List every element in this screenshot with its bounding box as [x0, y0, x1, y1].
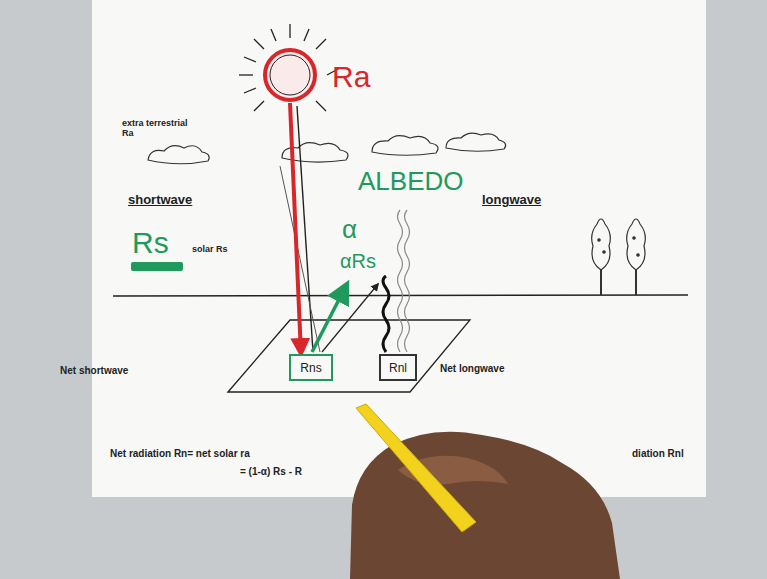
surface-plane: [228, 320, 470, 392]
radiation-arrow: [290, 103, 301, 354]
text-label: ALBEDO: [358, 166, 464, 197]
box-label: Rnl: [389, 361, 407, 375]
text-label: αRs: [340, 250, 376, 273]
ground-line: [113, 295, 688, 296]
text-label: Net shortwave: [60, 365, 128, 376]
text-label: = (1-α) Rs - R: [240, 466, 302, 477]
longwave-wave: [398, 210, 403, 352]
sun-outline: [262, 47, 318, 103]
flux-box: Rnl: [379, 354, 417, 381]
text-label: Net radiation Rn= net solar ra: [110, 448, 250, 459]
reflected-arrow: [322, 284, 378, 352]
longwave-wave: [383, 276, 389, 352]
text-label: Rs: [132, 226, 169, 260]
pencil: [356, 404, 476, 532]
clouds: [148, 133, 506, 164]
sun-label: Ra: [332, 62, 370, 92]
text-label: longwave: [482, 192, 541, 207]
box-label: Rns: [300, 361, 321, 375]
sun-circle: Ra: [262, 47, 318, 103]
text-label: shortwave: [128, 192, 192, 207]
text-label: extra terrestrial Ra: [122, 119, 200, 139]
paper-sheet: [92, 0, 706, 497]
marker-smudge: [131, 262, 183, 271]
text-label: Net longwave: [440, 363, 504, 374]
trees: [592, 219, 646, 295]
text-label: solar Rs: [192, 244, 228, 254]
text-label: α: [342, 214, 357, 245]
flux-box: Rns: [289, 354, 333, 381]
longwave-wave: [405, 210, 410, 352]
hand: [350, 432, 620, 579]
reflected-arrow: [312, 284, 347, 352]
text-label: diation Rnl: [632, 448, 684, 459]
